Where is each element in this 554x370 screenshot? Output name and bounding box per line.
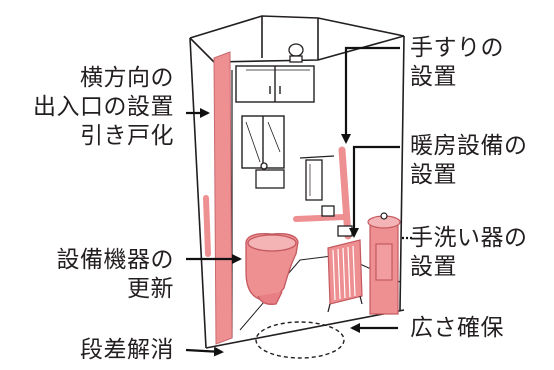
arrow-heating xyxy=(349,145,400,238)
wall-handrail-highlight xyxy=(293,146,352,240)
arrow-step xyxy=(185,346,224,357)
ceiling-light xyxy=(288,43,304,63)
label-sliding-door: 横方向の 出入口の設置 引き戸化 xyxy=(33,64,174,151)
label-equipment-line1: 設備機器の xyxy=(56,247,174,273)
label-equipment-line2: 更新 xyxy=(127,276,174,302)
label-space: 広さ確保 xyxy=(410,314,504,343)
arrow-handrail xyxy=(341,46,400,144)
label-hand-wash-line1: 手洗い器の xyxy=(410,225,528,251)
label-hand-wash-line2: 設置 xyxy=(410,254,457,280)
label-hand-wash: 手洗い器の 設置 xyxy=(410,224,528,282)
label-step-line1: 段差解消 xyxy=(80,337,174,363)
wall-shelf xyxy=(255,162,285,189)
label-sliding-door-line3: 引き戸化 xyxy=(80,123,174,149)
label-handrail: 手すりの 設置 xyxy=(410,34,504,92)
window xyxy=(241,115,285,169)
label-space-line1: 広さ確保 xyxy=(410,315,504,341)
label-heating-line1: 暖房設備の xyxy=(410,133,528,159)
wall-cabinet xyxy=(235,65,315,103)
label-equipment: 設備機器の 更新 xyxy=(57,246,175,304)
toilet-highlight xyxy=(245,233,299,305)
label-sliding-door-line2: 出入口の設置 xyxy=(33,94,174,120)
label-handrail-line1: 手すりの xyxy=(410,35,504,61)
towel-bar xyxy=(299,155,335,201)
label-heating-line2: 設置 xyxy=(410,162,457,188)
label-heating: 暖房設備の 設置 xyxy=(410,132,528,190)
hand-wash-unit-highlight xyxy=(367,212,401,315)
label-handrail-line2: 設置 xyxy=(410,64,457,90)
panel-heater-highlight xyxy=(327,239,363,313)
callout-arrows xyxy=(185,46,412,357)
label-sliding-door-line1: 横方向の xyxy=(80,65,174,91)
door-frame-highlight xyxy=(203,51,233,345)
label-step: 段差解消 xyxy=(80,336,174,365)
floor-space-ellipse xyxy=(255,321,345,359)
